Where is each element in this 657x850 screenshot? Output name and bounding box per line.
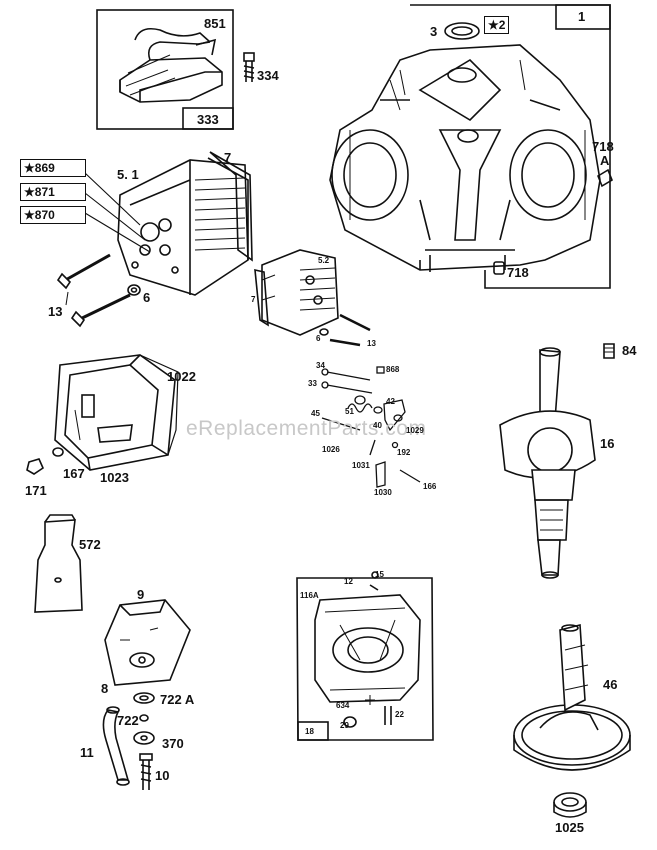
label-34: 34	[316, 361, 325, 370]
label-167: 167	[63, 466, 85, 481]
star-box-870: ★870	[20, 206, 86, 224]
label-6b: 6	[316, 334, 321, 343]
pin-718a-drawing	[597, 168, 613, 188]
label-1025: 1025	[555, 820, 584, 835]
label-1022: 1022	[167, 369, 196, 384]
label-333: 333	[197, 112, 219, 127]
label-9: 9	[137, 587, 145, 602]
label-871: 871	[34, 185, 55, 199]
label-10: 10	[155, 768, 170, 783]
label-84: 84	[622, 343, 637, 358]
pin-718-drawing	[493, 261, 505, 275]
label-1029: 1029	[406, 426, 424, 435]
screw-334-drawing	[243, 52, 255, 82]
cylinder-head-51-drawing	[117, 157, 249, 296]
baffle-572-drawing	[34, 519, 83, 613]
label-29: 29	[340, 721, 349, 730]
washer-6-drawing	[127, 284, 141, 296]
washer-722-drawing	[139, 714, 149, 722]
label-5-2: 5.2	[318, 256, 330, 265]
label-718a-suffix: A	[600, 153, 610, 168]
label-192: 192	[397, 448, 411, 457]
washer-722a-drawing	[133, 692, 155, 704]
crankshaft-drawing	[499, 347, 596, 579]
star-box-2: ★2	[484, 16, 510, 34]
label-13: 13	[48, 304, 63, 319]
camshaft-drawing	[513, 623, 631, 771]
label-40: 40	[373, 421, 382, 430]
armature-assembly-drawing	[96, 9, 234, 130]
label-45: 45	[311, 409, 320, 418]
washer-167-drawing	[52, 447, 64, 457]
bolt-13b-drawing	[77, 293, 131, 322]
label-718a: 718	[592, 139, 614, 154]
star-icon: ★	[488, 18, 499, 32]
label-16: 16	[600, 436, 615, 451]
label-3: 3	[430, 24, 438, 39]
star-icon: ★	[24, 208, 35, 222]
label-1026: 1026	[322, 445, 340, 454]
bolt-13a-drawing	[61, 253, 111, 284]
label-1030: 1030	[374, 488, 392, 497]
label-868: 868	[386, 365, 400, 374]
air-guide-drawing	[104, 599, 191, 686]
label-116a: 116A	[300, 591, 319, 600]
label-718: 718	[507, 265, 529, 280]
label-1023: 1023	[100, 470, 129, 485]
label-870: 870	[34, 208, 55, 222]
bolt-22-drawing	[384, 706, 392, 725]
plug-84-drawing	[603, 343, 615, 359]
label-722: 722	[117, 713, 139, 728]
nut-171-drawing	[26, 458, 45, 475]
label-1: 1	[578, 9, 586, 24]
label-11: 11	[80, 745, 94, 760]
label-171: 171	[25, 483, 47, 498]
seal-29-drawing	[343, 716, 357, 728]
watermark-text: eReplacementParts.com	[186, 417, 427, 440]
gear-1025-drawing	[553, 792, 587, 812]
label-7: 7	[224, 150, 232, 165]
label-370: 370	[162, 736, 184, 751]
label-51: 51	[345, 407, 354, 416]
cylinder-head-52-drawing	[254, 249, 339, 336]
head-cover-drawing	[54, 354, 179, 471]
bolt-10-drawing	[140, 760, 152, 790]
label-18: 18	[305, 727, 314, 736]
label-851: 851	[204, 16, 226, 31]
label-42: 42	[386, 397, 395, 406]
label-634: 634	[336, 701, 350, 710]
label-722a: 722 A	[160, 692, 195, 707]
label-46: 46	[603, 677, 618, 692]
label-334: 334	[257, 68, 279, 83]
star-icon: ★	[24, 185, 35, 199]
valve-train-drawing	[321, 366, 421, 488]
label-572: 572	[79, 537, 101, 552]
label-8: 8	[101, 681, 109, 696]
label-12: 12	[344, 577, 353, 586]
seal-3-drawing	[444, 22, 480, 40]
label-869: 869	[34, 161, 55, 175]
star-box-869: ★869	[20, 159, 86, 177]
bolt-13c-drawing	[339, 313, 371, 332]
star-box-871: ★871	[20, 183, 86, 201]
washer-370-drawing	[133, 731, 155, 745]
label-7b: 7	[251, 295, 256, 304]
label-166: 166	[423, 482, 437, 491]
label-1031: 1031	[352, 461, 370, 470]
label-13b: 13	[367, 339, 376, 348]
cylinder-block-drawing	[329, 4, 611, 289]
label-33: 33	[308, 379, 317, 388]
label-5-1: 5. 1	[117, 167, 139, 182]
crankcase-box-drawing	[296, 577, 434, 741]
gasket-7-drawing	[209, 151, 253, 262]
star-icon: ★	[24, 161, 35, 175]
label-2: 2	[498, 18, 506, 32]
label-22: 22	[395, 710, 404, 719]
label-15: 15	[375, 570, 384, 579]
label-6: 6	[143, 290, 151, 305]
